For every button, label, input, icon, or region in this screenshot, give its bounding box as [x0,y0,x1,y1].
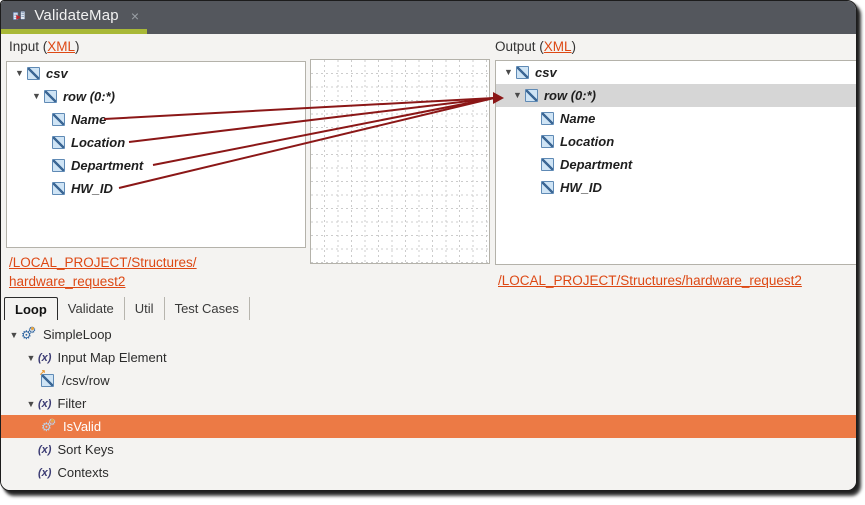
output-structure-link[interactable]: /LOCAL_PROJECT/Structures/hardware_reque… [498,273,802,288]
close-icon[interactable]: × [130,7,139,24]
xml-element-icon [52,182,65,195]
node-label: csv [46,66,68,81]
xml-element-icon [52,113,65,126]
mapping-grid-panel [310,59,490,264]
loop-node-contexts[interactable]: (x) Contexts [1,461,856,484]
node-label: Department [71,158,144,173]
input-structure-link-line2: hardware_request2 [9,274,126,289]
xml-element-new-icon: ↗ [39,368,54,387]
output-header-label: Output ( [495,39,544,54]
input-header-label-end: ) [75,39,80,54]
xml-element-icon [541,158,554,171]
loop-node-csv-row[interactable]: ↗ /csv/row [1,368,856,392]
node-label: row (0:*) [63,89,115,104]
tab-validate[interactable]: Validate [58,297,125,320]
input-node-row[interactable]: ▼ row (0:*) [7,85,305,108]
input-node-name[interactable]: Name [7,108,305,131]
map-document-icon [13,10,26,20]
node-label: Name [71,112,107,127]
node-label: Sort Keys [57,442,114,457]
expand-arrow-icon[interactable]: ▼ [504,67,513,77]
expand-arrow-icon[interactable]: ▼ [513,90,522,100]
expand-arrow-icon[interactable]: ▼ [15,68,24,78]
input-header: Input (XML) [9,39,80,54]
xml-element-icon [525,89,538,102]
input-structure-link[interactable]: /LOCAL_PROJECT/Structures/hardware_reque… [9,253,197,291]
expand-arrow-icon[interactable]: ▼ [26,352,36,363]
node-label: HW_ID [560,180,602,195]
output-node-csv[interactable]: ▼ csv [496,61,856,84]
mapper-window: ValidateMap × Input (XML) Output (XML) ▼… [0,0,857,491]
node-label: /csv/row [62,373,110,388]
xml-element-icon [44,90,57,103]
fx-icon: (x) [38,466,52,479]
loop-node-isvalid-selected[interactable]: ⚙⚙ IsValid [1,415,856,438]
fx-icon: (x) [38,397,52,410]
input-node-hwid[interactable]: HW_ID [7,177,305,200]
loop-node-sort-keys[interactable]: (x) Sort Keys [1,438,856,461]
gears-icon: ⚙⚙ [41,416,57,434]
input-node-location[interactable]: Location [7,131,305,154]
xml-element-icon [52,159,65,172]
xml-element-icon [52,136,65,149]
loop-tree: ▼ ⚙⚙ SimpleLoop ▼ (x) Input Map Element … [1,323,856,484]
bottom-tab-bar: Loop Validate Util Test Cases [4,297,250,320]
input-node-department[interactable]: Department [7,154,305,177]
expand-arrow-icon[interactable]: ▼ [26,398,36,409]
xml-element-icon [541,135,554,148]
loop-node-filter[interactable]: ▼ (x) Filter [1,392,856,415]
input-tree-panel: ▼ csv ▼ row (0:*) Name Location [6,61,306,248]
output-node-hwid[interactable]: HW_ID [496,176,856,199]
node-label: HW_ID [71,181,113,196]
node-label: SimpleLoop [43,327,112,342]
node-label: Location [560,134,615,149]
new-marker-icon: ↗ [39,368,46,377]
node-label: Contexts [57,465,109,480]
output-node-location[interactable]: Location [496,130,856,153]
output-structure-link-wrap: /LOCAL_PROJECT/Structures/hardware_reque… [498,271,802,290]
fx-icon: (x) [38,443,52,456]
output-header: Output (XML) [495,39,576,54]
editor-tab-bar: ValidateMap × [1,1,856,34]
gears-icon: ⚙⚙ [21,324,37,342]
node-label: Department [560,157,633,172]
xml-element-icon [541,181,554,194]
node-label: csv [535,65,557,80]
output-tree-panel: ▼ csv ▼ row (0:*) Name Location [495,60,856,265]
tab-util[interactable]: Util [125,297,165,320]
grid-dashed-lines [311,60,489,263]
node-label: row (0:*) [544,88,596,103]
node-label: Location [71,135,126,150]
tab-test-cases[interactable]: Test Cases [165,297,250,320]
loop-node-simpleloop[interactable]: ▼ ⚙⚙ SimpleLoop [1,323,856,346]
node-label: Name [560,111,596,126]
fx-icon: (x) [38,351,52,364]
active-tab-underline [1,29,147,34]
node-label: Filter [57,396,87,411]
loop-node-input-map-element[interactable]: ▼ (x) Input Map Element [1,346,856,369]
input-header-label: Input ( [9,39,48,54]
output-header-label-end: ) [571,39,577,54]
input-xml-link[interactable]: XML [47,39,76,54]
output-node-row-selected[interactable]: ▼ row (0:*) [496,84,856,107]
output-xml-link[interactable]: XML [543,39,572,54]
xml-element-icon [27,67,40,80]
mapping-workarea: Input (XML) Output (XML) ▼ csv ▼ row (0:… [1,34,856,490]
editor-tab-validatemap[interactable]: ValidateMap × [1,1,147,34]
input-structure-link-line1: /LOCAL_PROJECT/Structures/ [9,255,197,270]
output-node-name[interactable]: Name [496,107,856,130]
tab-loop[interactable]: Loop [4,297,58,320]
expand-arrow-icon[interactable]: ▼ [9,329,19,340]
output-node-department[interactable]: Department [496,153,856,176]
input-node-csv[interactable]: ▼ csv [7,62,305,85]
editor-tab-title: ValidateMap [34,7,119,24]
xml-element-icon [516,66,529,79]
expand-arrow-icon[interactable]: ▼ [32,91,41,101]
node-label: Input Map Element [57,350,167,365]
node-label: IsValid [63,419,102,434]
xml-element-icon [541,112,554,125]
input-structure-link-wrap: /LOCAL_PROJECT/Structures/hardware_reque… [9,253,239,291]
